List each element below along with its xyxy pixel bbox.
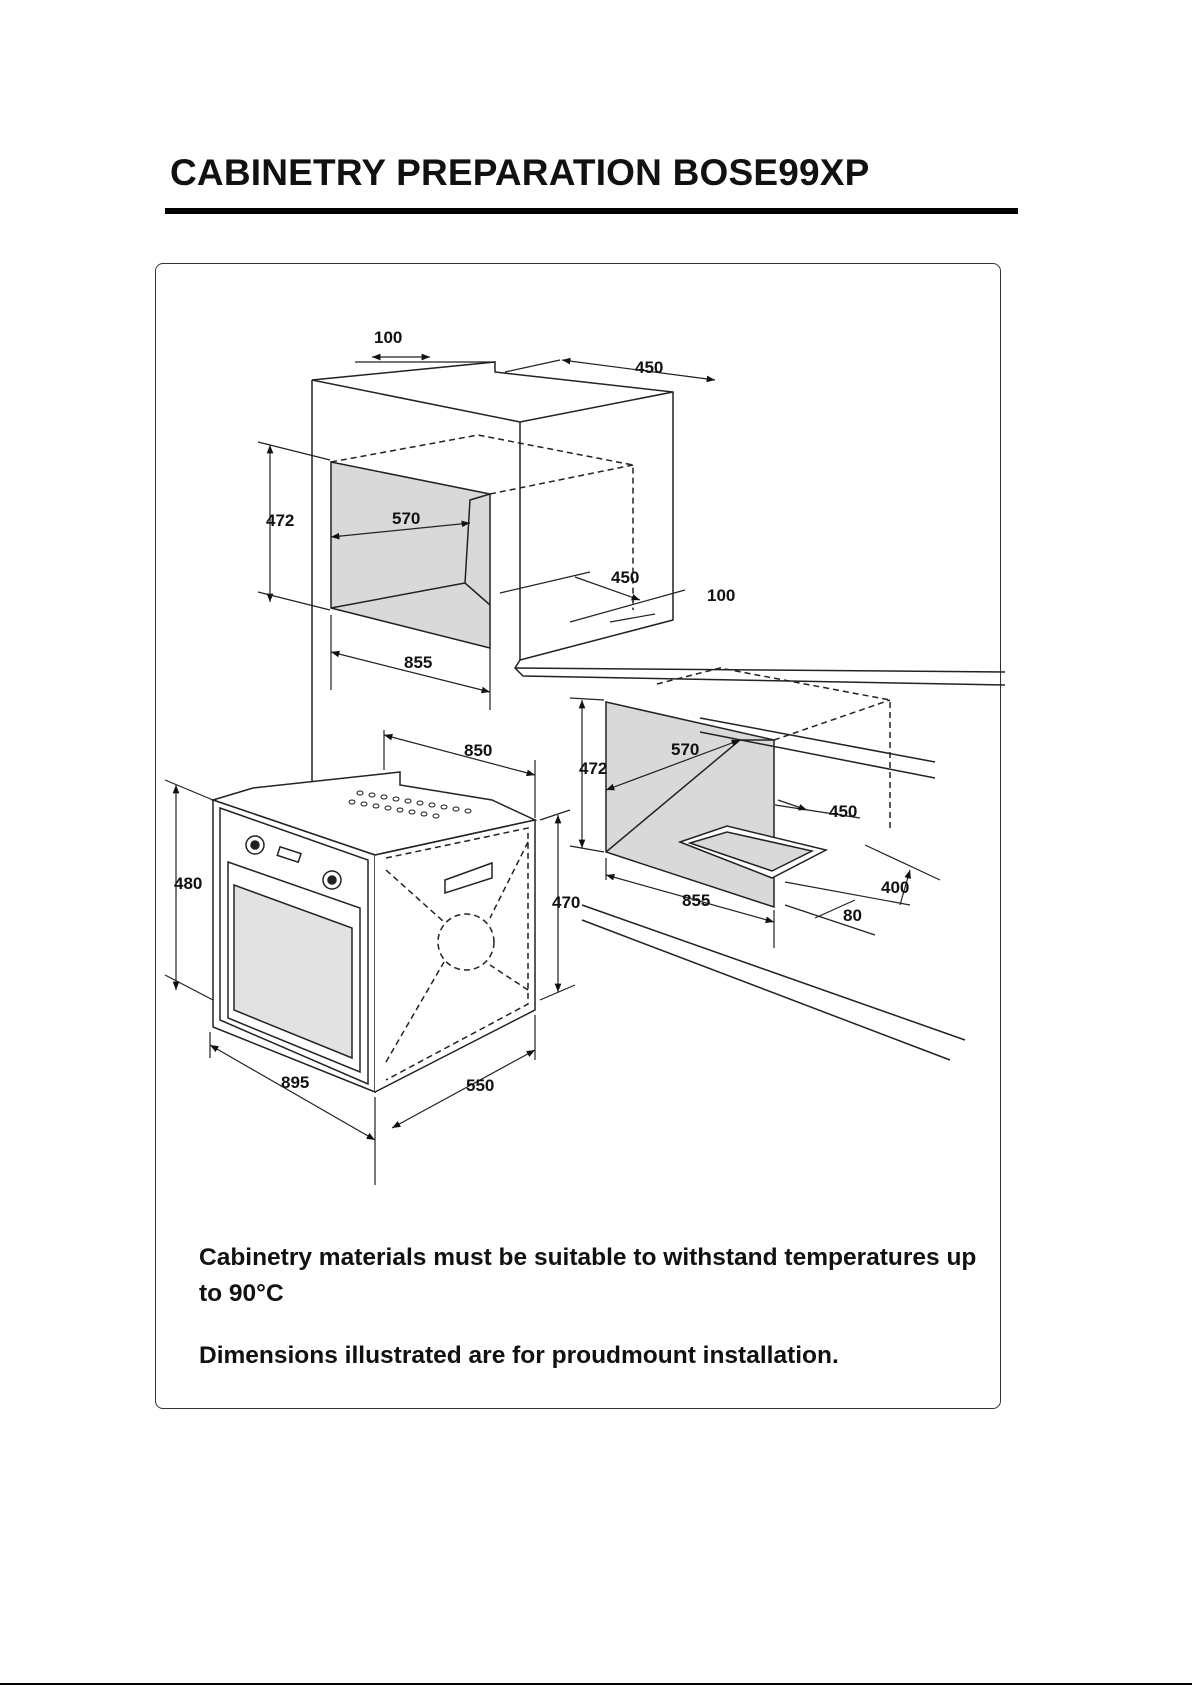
note-installation: Dimensions illustrated are for proudmoun… <box>199 1338 999 1374</box>
dim-lower-width: 855 <box>682 891 710 910</box>
note-temperature: Cabinetry materials must be suitable to … <box>199 1240 999 1312</box>
dim-upper-side-depth: 100 <box>707 586 735 605</box>
dim-oven-top-width: 850 <box>464 741 492 760</box>
dim-upper-inner-width: 570 <box>392 509 420 528</box>
dim-lower-inner-depth: 450 <box>829 802 857 821</box>
dim-upper-top-depth: 450 <box>635 358 663 377</box>
dim-upper-width: 855 <box>404 653 432 672</box>
dim-oven-body-height: 470 <box>552 893 580 912</box>
dim-upper-top-front: 100 <box>374 328 402 347</box>
dim-upper-height: 472 <box>266 511 294 530</box>
dim-lower-inner-width: 570 <box>671 740 699 759</box>
dim-oven-front-width: 895 <box>281 1073 309 1092</box>
dim-upper-inner-depth: 450 <box>611 568 639 587</box>
dim-lower-depth: 400 <box>881 878 909 897</box>
dim-oven-depth: 550 <box>466 1076 494 1095</box>
dim-lower-gap: 80 <box>843 906 862 925</box>
oven-appliance <box>213 772 535 1092</box>
dim-lower-height: 472 <box>579 759 607 778</box>
dim-oven-front-height: 480 <box>174 874 202 893</box>
lower-cabinet <box>582 668 965 1060</box>
